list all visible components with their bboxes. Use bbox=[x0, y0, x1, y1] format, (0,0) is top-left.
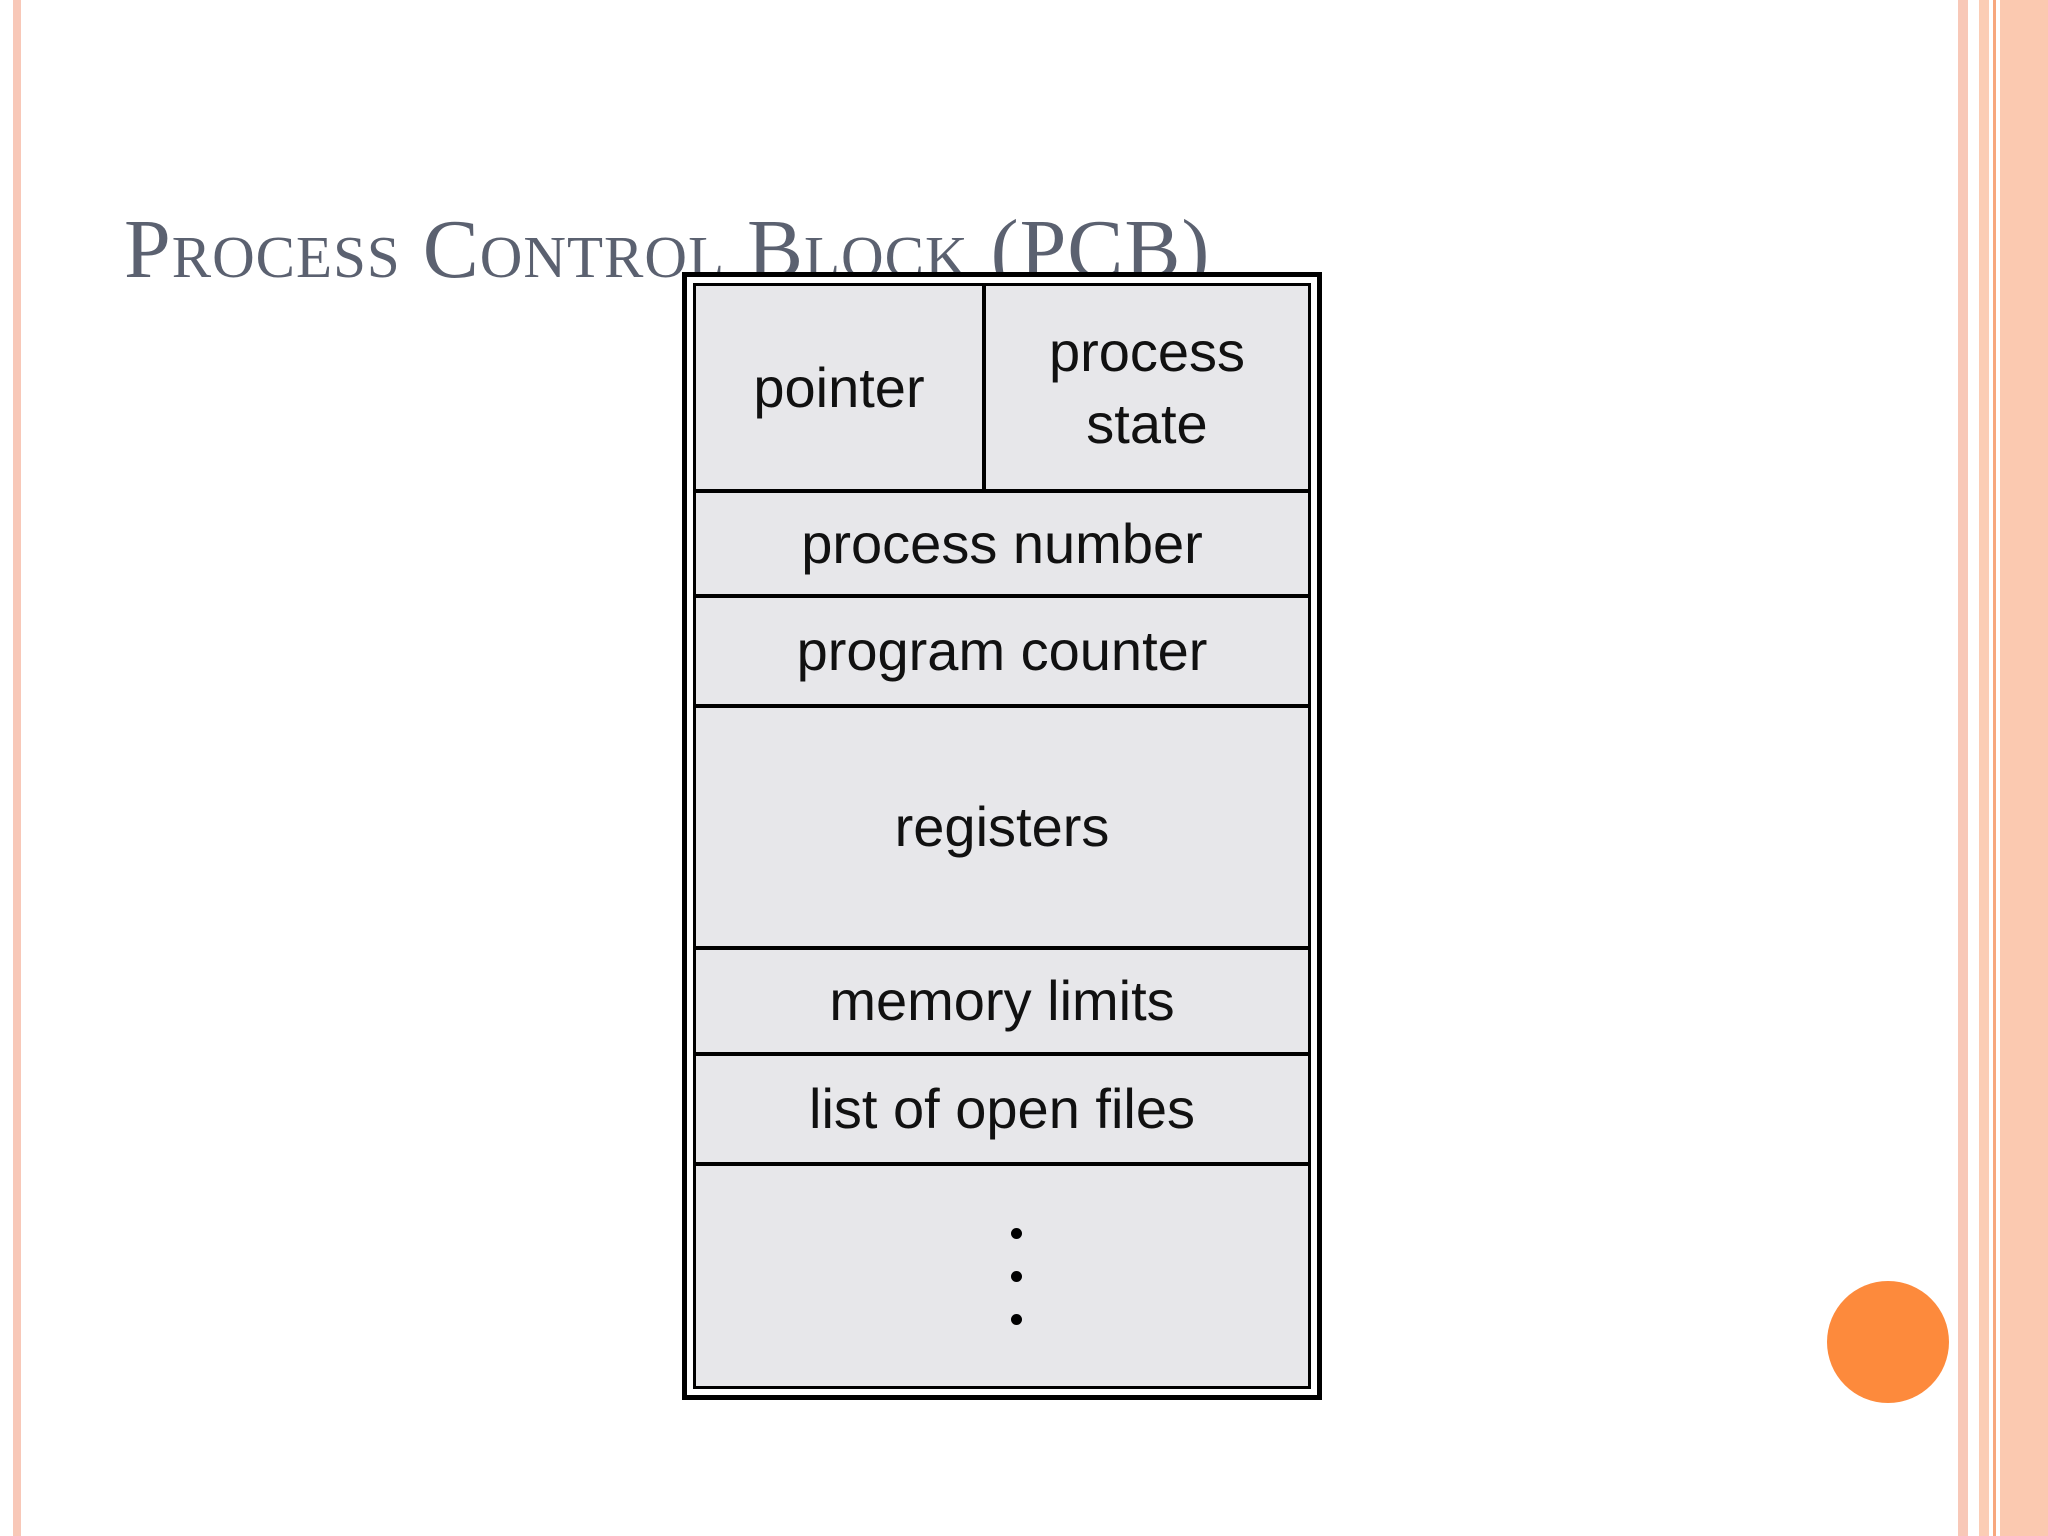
pcb-field-open-files: list of open files bbox=[696, 1056, 1308, 1166]
pcb-field-label: registers bbox=[894, 795, 1110, 859]
slide-nav-button[interactable] bbox=[1827, 1281, 1949, 1403]
pcb-field-process-state: process state bbox=[986, 286, 1308, 489]
pcb-field-registers: registers bbox=[696, 708, 1308, 950]
pcb-field-label: process state bbox=[1049, 316, 1245, 459]
pcb-row-pointer-state: pointer process state bbox=[696, 286, 1308, 493]
ellipsis-dot bbox=[1010, 1313, 1022, 1325]
ellipsis-dot bbox=[1010, 1227, 1022, 1239]
pcb-field-label: list of open files bbox=[809, 1077, 1195, 1141]
pcb-diagram-body: pointer process state process number pro… bbox=[693, 283, 1311, 1389]
slide-frame-left bbox=[13, 0, 21, 1536]
pcb-field-more bbox=[696, 1166, 1308, 1386]
pcb-field-label: program counter bbox=[796, 619, 1208, 683]
slide-frame-right-stripe bbox=[1993, 0, 1996, 1536]
pcb-diagram: pointer process state process number pro… bbox=[682, 272, 1322, 1400]
pcb-field-label-line: state bbox=[1086, 391, 1208, 455]
pcb-field-label: process number bbox=[801, 511, 1203, 575]
pcb-field-label: memory limits bbox=[829, 969, 1175, 1033]
slide-frame-right-band bbox=[2000, 0, 2048, 1536]
pcb-field-program-counter: program counter bbox=[696, 598, 1308, 708]
slide-frame-right-stripe bbox=[1958, 0, 1968, 1536]
pcb-field-process-number: process number bbox=[696, 493, 1308, 598]
pcb-field-label: pointer bbox=[753, 355, 925, 419]
pcb-field-label-line: process bbox=[1048, 319, 1246, 383]
pcb-field-pointer: pointer bbox=[696, 286, 986, 489]
ellipsis-dot bbox=[1010, 1270, 1022, 1282]
pcb-field-memory-limits: memory limits bbox=[696, 950, 1308, 1056]
slide-frame-right-stripe bbox=[1979, 0, 1989, 1536]
